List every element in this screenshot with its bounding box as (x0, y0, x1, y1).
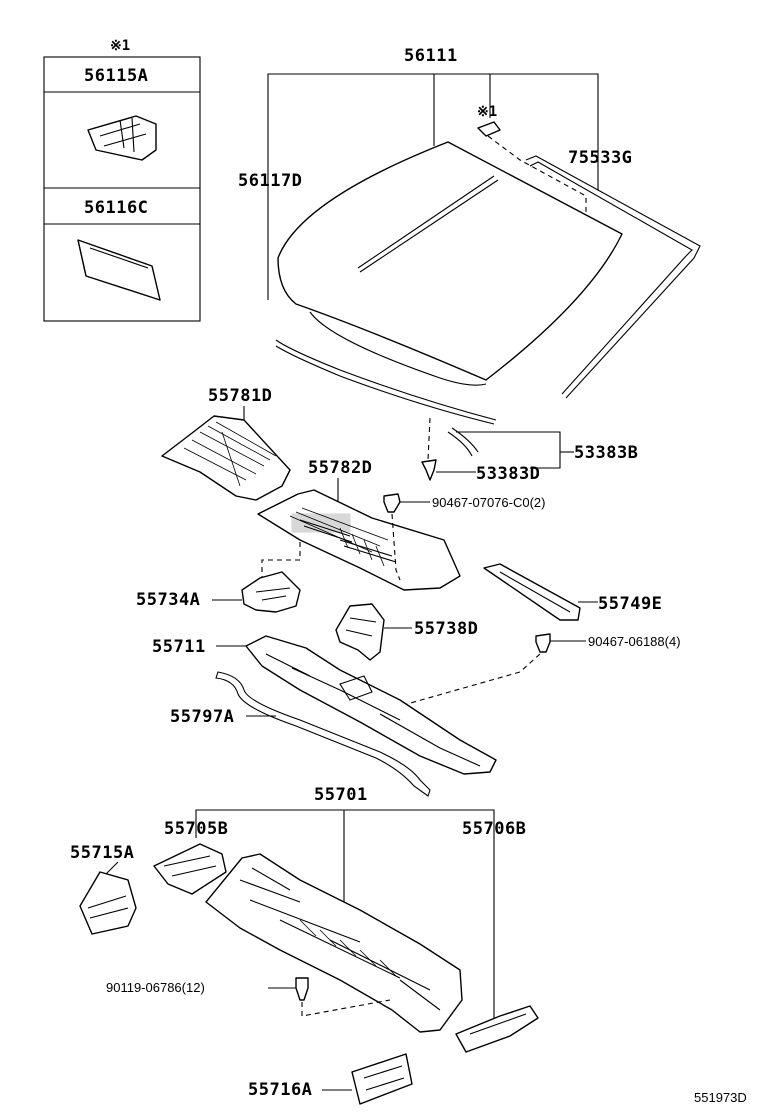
seal-55797A (215, 671, 431, 797)
label-55711: 55711 (152, 637, 206, 657)
clip-56115A-drawing (87, 115, 157, 161)
windshield-group: 56111 56117D 75533G ※1 53383B 53383D (238, 46, 701, 484)
label-55734A: 55734A (136, 590, 200, 610)
label-55749E: 55749E (598, 594, 662, 614)
cowl-panel-55701 (205, 853, 463, 1033)
bracket-55716A (351, 1053, 413, 1105)
label-55701: 55701 (314, 785, 368, 805)
label-75533G: 75533G (568, 148, 632, 168)
clip-90467-06188 (535, 633, 551, 653)
bracket-55706B (455, 1005, 539, 1053)
bracket-55749E (483, 563, 581, 621)
label-90467-06188: 90467-06188(4) (588, 634, 681, 649)
molding-56117D (309, 311, 487, 386)
cowl-assy-group: 55701 55705B 55706B 55715A 90119-06786(1… (70, 785, 539, 1105)
label-90119-06786: 90119-06786(12) (106, 980, 205, 995)
inset-label-56116C: 56116C (84, 198, 148, 218)
bracket-55734A (241, 571, 301, 613)
label-53383D: 53383D (476, 464, 540, 484)
clip-90467-07076 (383, 493, 401, 513)
bracket-55738D (335, 603, 385, 661)
label-55706B: 55706B (462, 819, 526, 839)
label-55738D: 55738D (414, 619, 478, 639)
bracket-55705B (153, 843, 227, 895)
windshield-note-mark: ※1 (477, 104, 497, 120)
clip-53383D (421, 459, 437, 481)
label-55782D: 55782D (308, 458, 372, 478)
windshield-glass (277, 141, 623, 381)
label-55781D: 55781D (208, 386, 272, 406)
label-55705B: 55705B (164, 819, 228, 839)
diagram-code: 551973D (694, 1090, 747, 1105)
mirror-mount (477, 121, 501, 137)
label-90467-07076: 90467-07076-C0(2) (432, 495, 545, 510)
label-56117D: 56117D (238, 171, 302, 191)
bolt-90119-06786 (295, 977, 309, 1001)
inset-note-mark: ※1 (110, 38, 130, 54)
cowl-panel-group: 55711 55797A (152, 635, 497, 797)
label-55715A: 55715A (70, 843, 134, 863)
cowl-louver-group: 55781D 55782D 90467-07076-C0(2) (161, 386, 545, 591)
brackets-group: 55734A 55738D 55749E 90467-06188(4) (136, 563, 681, 707)
weatherstrip-53383B (275, 339, 497, 425)
strip-56116C-drawing (77, 239, 161, 301)
bracket-55715A (79, 871, 137, 935)
label-56111: 56111 (404, 46, 458, 66)
label-53383B: 53383B (574, 443, 638, 463)
label-55797A: 55797A (170, 707, 234, 727)
molding-75533G (525, 155, 701, 399)
inset-label-56115A: 56115A (84, 66, 148, 86)
inset-box: ※1 56115A 56116C (43, 38, 201, 322)
label-55716A: 55716A (248, 1080, 312, 1100)
louver-55782D (257, 489, 461, 591)
